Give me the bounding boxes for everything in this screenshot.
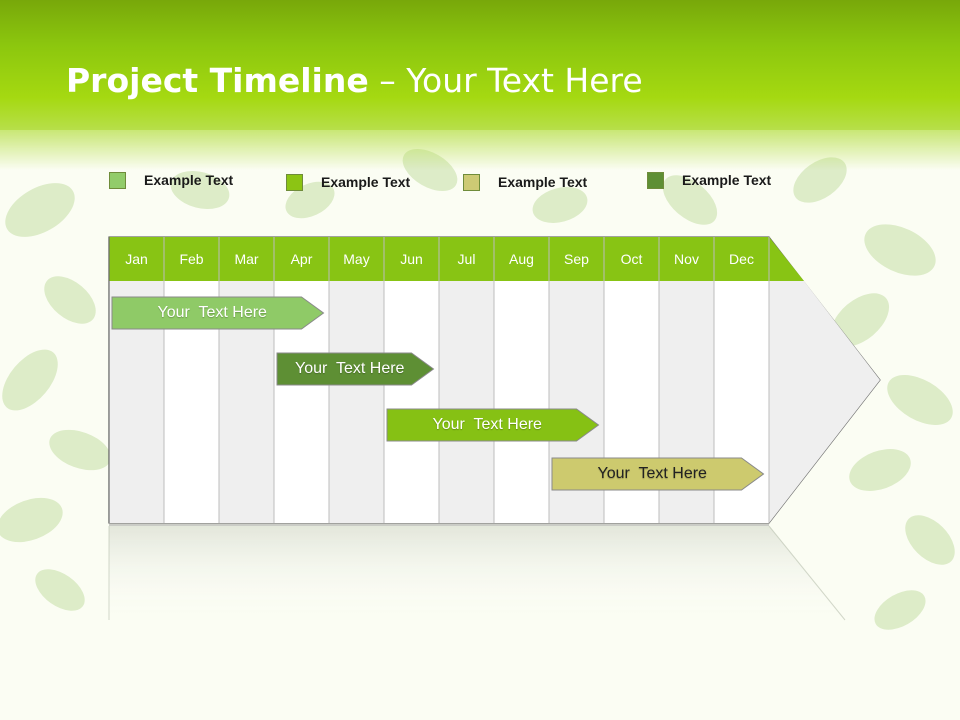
month-label: Apr — [290, 251, 313, 267]
month-header — [109, 237, 804, 281]
reflection-edge — [768, 525, 846, 621]
arrow-tip-fill — [769, 281, 880, 523]
legend-label: Example Text — [682, 172, 772, 188]
page-title-bold: Project Timeline — [66, 61, 369, 100]
month-label: Oct — [620, 251, 643, 267]
legend-item-2: Example Text — [286, 172, 410, 192]
month-column — [384, 281, 439, 523]
legend-item-4: Example Text — [647, 170, 771, 190]
timeline-reflection — [109, 526, 845, 620]
month-label: Jan — [125, 251, 148, 267]
month-label: Sep — [564, 251, 589, 267]
legend-label: Example Text — [144, 172, 234, 188]
page-title-rest: – Your Text Here — [368, 61, 643, 100]
month-label: Jun — [400, 251, 423, 267]
task-bar — [551, 457, 765, 491]
task-label: Your Text Here — [295, 360, 405, 377]
task-label: Your Text Here — [597, 465, 707, 482]
month-label: Aug — [509, 251, 534, 267]
legend-swatch — [463, 173, 480, 191]
task-label: Your Text Here — [157, 304, 267, 321]
legend-swatch — [647, 171, 664, 189]
legend-label: Example Text — [498, 174, 588, 190]
legend-swatch — [286, 173, 303, 191]
month-column — [329, 281, 384, 523]
month-label: Dec — [729, 251, 754, 267]
task-bar — [111, 296, 325, 330]
legend-item-1: Example Text — [109, 170, 233, 190]
month-column — [494, 281, 549, 523]
month-label: May — [343, 251, 370, 267]
month-label: Mar — [234, 251, 259, 267]
title-bar — [0, 0, 960, 130]
task-bar — [276, 352, 435, 386]
legend-label: Example Text — [321, 174, 411, 190]
month-column — [439, 281, 494, 523]
legend-item-3: Example Text — [463, 172, 587, 192]
month-label: Nov — [674, 251, 699, 267]
page-title: Project Timeline – Your Text Here — [66, 58, 643, 104]
task-label: Your Text Here — [432, 416, 542, 433]
title-fade — [0, 130, 960, 170]
legend-swatch — [109, 171, 126, 189]
month-label: Jul — [457, 251, 476, 267]
month-label: Feb — [179, 251, 204, 267]
task-bar — [386, 408, 600, 442]
